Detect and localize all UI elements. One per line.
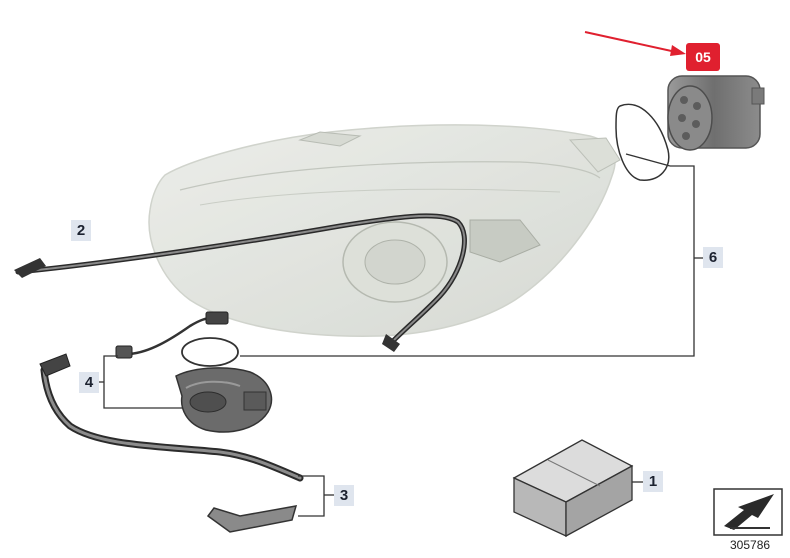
leader-lines-part-3 bbox=[298, 475, 334, 517]
callout-4[interactable]: 4 bbox=[79, 372, 99, 393]
highlight-badge[interactable]: 05 bbox=[686, 43, 720, 71]
wiring-harness bbox=[115, 311, 229, 359]
bracket bbox=[206, 505, 298, 533]
box-part-1 bbox=[512, 439, 634, 538]
gasket-ring bbox=[615, 103, 670, 181]
arrow-icon bbox=[584, 31, 686, 56]
leader-lines-part-4 bbox=[97, 355, 182, 409]
callout-2[interactable]: 2 bbox=[71, 220, 91, 241]
navigation-arrow-icon bbox=[713, 488, 783, 536]
o-ring bbox=[181, 337, 239, 367]
leveling-motor-part-4 bbox=[175, 367, 273, 433]
led-module bbox=[667, 75, 765, 151]
diagram-number: 305786 bbox=[730, 538, 771, 552]
callout-1[interactable]: 1 bbox=[643, 471, 663, 492]
trim-strip-part-2 bbox=[14, 213, 467, 352]
callout-3[interactable]: 3 bbox=[334, 485, 354, 506]
leader-lines-part-6 bbox=[240, 153, 703, 357]
lower-seal-part-3 bbox=[39, 353, 304, 482]
callout-6[interactable]: 6 bbox=[703, 247, 723, 268]
headlight-housing bbox=[148, 124, 621, 337]
